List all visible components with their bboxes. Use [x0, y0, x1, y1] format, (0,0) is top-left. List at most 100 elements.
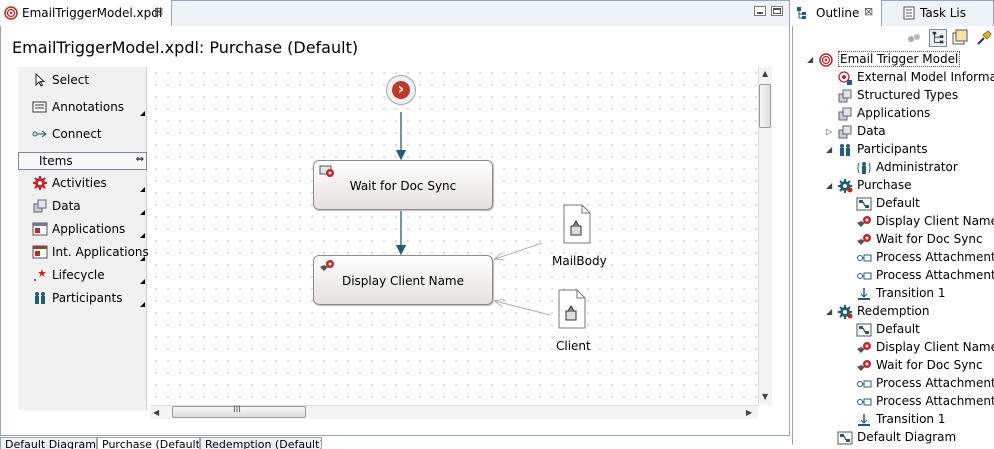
gear-red-icon [33, 176, 47, 190]
diagram-icon [837, 431, 853, 445]
annotation-icon [32, 101, 47, 113]
expand-triangle-icon[interactable] [140, 111, 145, 116]
close-icon[interactable]: ⊠ [154, 5, 164, 18]
horizontal-scroll-thumb[interactable]: III [172, 405, 306, 418]
tree-item-label: Purchase [857, 178, 912, 192]
application-icon [32, 222, 48, 236]
tab-purchase-default[interactable]: Purchase (Default) [97, 437, 200, 449]
tree-item-label: External Model Information [857, 70, 994, 84]
expand-icon[interactable]: ▷ [826, 127, 833, 136]
tree-item-label: Data [857, 124, 886, 138]
palette-lifecycle[interactable]: Lifecycle [18, 264, 147, 286]
palette-annotations[interactable]: Annotations [18, 96, 147, 118]
palette-data[interactable]: Data [18, 195, 147, 217]
tab-default-diagram[interactable]: Default Diagram [0, 437, 97, 449]
tree-item-label: Process Attachments [876, 268, 994, 282]
close-icon[interactable]: ⊠ [864, 5, 874, 18]
link-editor-icon[interactable] [975, 29, 993, 47]
external-model-icon [838, 71, 852, 85]
chevron-right-icon: › [392, 81, 410, 99]
administrator-icon [857, 162, 871, 174]
tree-item-label: Applications [857, 106, 931, 120]
data-mailbody-label: MailBody [552, 254, 607, 268]
activity-icon [857, 216, 871, 227]
filter-icon[interactable] [905, 29, 923, 47]
int-application-icon [32, 245, 48, 259]
collapse-icon[interactable]: ◢ [826, 181, 833, 190]
tree-view-icon[interactable] [929, 29, 947, 47]
tab-outline-label: Outline [816, 6, 860, 20]
expand-triangle-icon[interactable] [140, 256, 145, 261]
structured-types-icon [838, 89, 852, 103]
expand-triangle-icon[interactable] [140, 187, 145, 192]
tab-task-list[interactable]: Task Lis [898, 0, 994, 26]
task-list-icon [903, 6, 915, 20]
collapse-arrows-icon[interactable]: ⇔ [135, 154, 144, 165]
expand-triangle-icon[interactable] [140, 233, 145, 238]
data-mapping-client[interactable] [495, 301, 551, 316]
palette-items-drawer[interactable]: Items ⇔ [18, 152, 147, 170]
tree-item-label: Process Attachments [876, 376, 994, 390]
scroll-right-icon[interactable]: ▶ [746, 408, 753, 417]
transition-icon [858, 288, 870, 300]
scroll-up-icon[interactable]: ▲ [762, 69, 769, 78]
activity-wait-for-doc-sync[interactable]: Wait for Doc Sync [313, 160, 493, 210]
tree-item-label: Display Client Name [876, 214, 994, 228]
collapse-icon[interactable]: ◢ [826, 145, 833, 154]
vertical-scroll-thumb[interactable] [759, 84, 771, 128]
tab-outline[interactable]: Outline ⊠ [792, 0, 882, 26]
outline-toolbar [793, 26, 994, 50]
tree-item-label: Email Trigger Model [838, 51, 961, 67]
diagram-canvas[interactable] [150, 67, 758, 405]
diagram-icon [856, 323, 872, 337]
activity-display-client-name[interactable]: Display Client Name [313, 255, 493, 305]
thumbnail-view-icon[interactable] [951, 29, 969, 47]
tree-item-label: Structured Types [857, 88, 959, 102]
palette-select[interactable]: Select [18, 69, 147, 91]
palette-participants[interactable]: Participants [18, 287, 147, 309]
tree-item-label: Redemption [857, 304, 930, 318]
minimize-button[interactable] [754, 6, 766, 16]
tree-item-label: Transition 1 [876, 286, 946, 300]
palette: Select Annotations Connect Items ⇔ Activ… [18, 67, 149, 410]
trigger-icon [857, 398, 872, 406]
outline-panel [792, 26, 994, 445]
activity-icon [857, 342, 871, 353]
trigger-icon [857, 254, 872, 262]
expand-triangle-icon[interactable] [140, 279, 145, 284]
palette-connect[interactable]: Connect [18, 123, 147, 145]
data-mapping-mailbody[interactable] [495, 242, 543, 259]
data-client-icon[interactable] [558, 289, 586, 329]
trigger-icon [857, 380, 872, 388]
editor-tab-label: EmailTriggerModel.xpdl [22, 6, 163, 20]
connect-arrow-icon [32, 130, 47, 138]
tree-item-label: Administrator [876, 160, 958, 174]
scroll-down-icon[interactable]: ▼ [762, 392, 769, 401]
tab-redemption-default[interactable]: Redemption (Default) [200, 437, 322, 449]
data-icon [838, 125, 852, 139]
palette-int-applications[interactable]: Int. Applications [18, 241, 149, 263]
expand-triangle-icon[interactable] [140, 210, 145, 215]
collapse-icon[interactable]: ◢ [807, 55, 814, 64]
data-mailbody-icon[interactable] [563, 204, 591, 244]
diagram-connections [395, 112, 551, 316]
process-gear-icon [838, 305, 853, 319]
start-event[interactable]: › [386, 75, 416, 105]
tree-item-label: Wait for Doc Sync [876, 358, 983, 372]
page-title: EmailTriggerModel.xpdl: Purchase (Defaul… [12, 38, 359, 57]
palette-applications[interactable]: Applications [18, 218, 147, 240]
scroll-left-icon[interactable]: ◀ [153, 408, 160, 417]
tree-item-label: Transition 1 [876, 412, 946, 426]
expand-triangle-icon[interactable] [140, 302, 145, 307]
activity-label: Display Client Name [341, 274, 464, 288]
tab-task-list-label: Task Lis [920, 6, 966, 20]
activity-icon [857, 360, 871, 371]
tree-item-label: Participants [857, 142, 928, 156]
maximize-button[interactable] [771, 6, 783, 16]
editor-tab[interactable]: EmailTriggerModel.xpdl ⊠ [0, 0, 172, 26]
palette-activities[interactable]: Activities [18, 172, 147, 194]
tree-item-label: Default [876, 196, 920, 210]
vertical-scrollbar[interactable]: ▲ ▼ [758, 67, 772, 405]
collapse-icon[interactable]: ◢ [826, 307, 833, 316]
participants-icon [840, 144, 850, 156]
